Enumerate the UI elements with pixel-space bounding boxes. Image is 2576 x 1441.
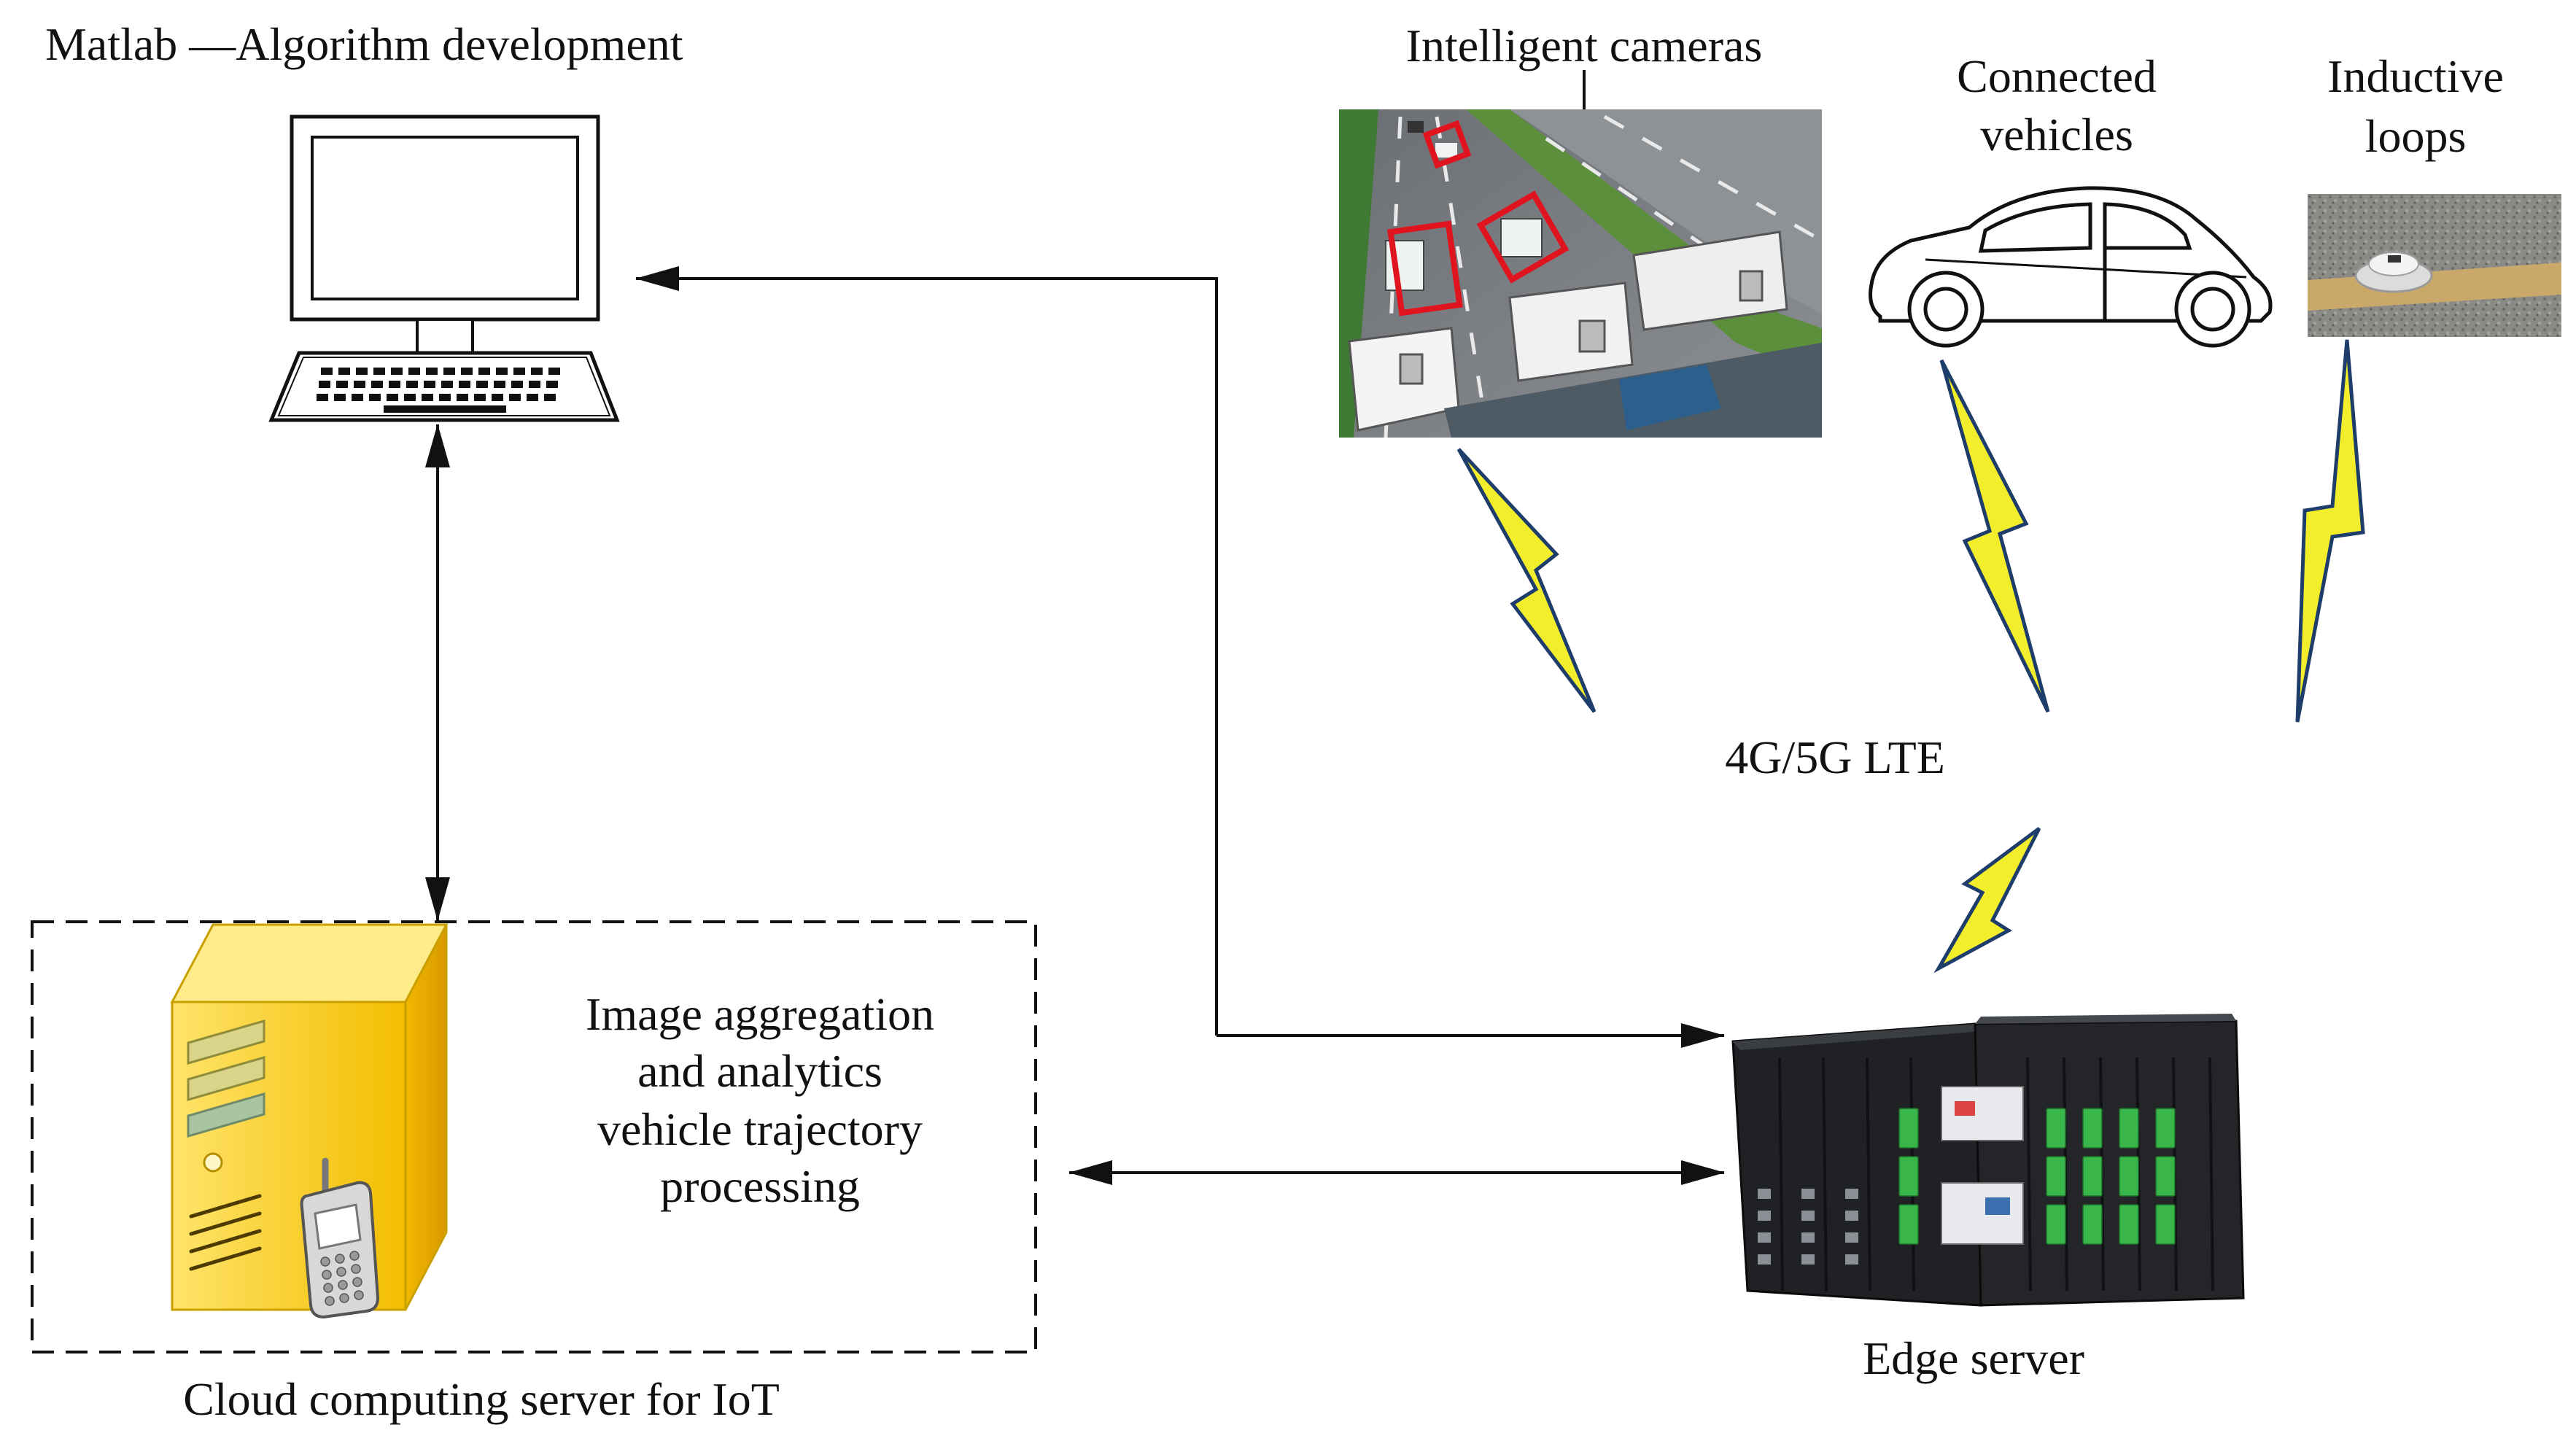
tower-server-icon (170, 923, 449, 1311)
loops-label-line1: Inductive (2327, 50, 2504, 102)
edge-to-computer-arrow (635, 266, 1218, 1036)
car-icon (1869, 186, 2273, 348)
lightning-bolt-icon (1939, 359, 2050, 713)
cloud-text-line2: and analytics (637, 1045, 882, 1097)
cameras-label: Intelligent cameras (1406, 20, 1763, 71)
loop-sensor-photo (2308, 194, 2561, 337)
desktop-computer-icon (268, 114, 620, 422)
wireless-links (1456, 339, 2365, 974)
edge-server-rack-icon (1731, 1014, 2245, 1307)
lightning-bolt-icon (1456, 448, 1597, 713)
lightning-bolt-icon (1933, 826, 2041, 974)
cloud-text-line3: vehicle trajectory (597, 1103, 923, 1155)
cloud-caption: Cloud computing server for IoT (183, 1373, 780, 1425)
vehicles-label-line1: Connected (1957, 50, 2157, 102)
cloud-server-box (31, 920, 1037, 1353)
vehicles-label-line2: vehicles (1980, 109, 2133, 160)
cloud-text-line4: processing (660, 1160, 860, 1212)
keyboard-keys (317, 368, 560, 413)
cloud-text-line1: Image aggregation (586, 988, 934, 1040)
camera-photo (1339, 109, 1822, 438)
loops-label-line2: loops (2365, 110, 2467, 162)
matlab-label: Matlab —Algorithm development (45, 18, 683, 70)
mobile-phone-icon (300, 1157, 380, 1319)
connector-lines (425, 266, 1725, 1185)
lte-label: 4G/5G LTE (1725, 731, 1945, 783)
edge-caption: Edge server (1863, 1332, 2084, 1384)
lightning-bolt-icon (2295, 339, 2365, 723)
